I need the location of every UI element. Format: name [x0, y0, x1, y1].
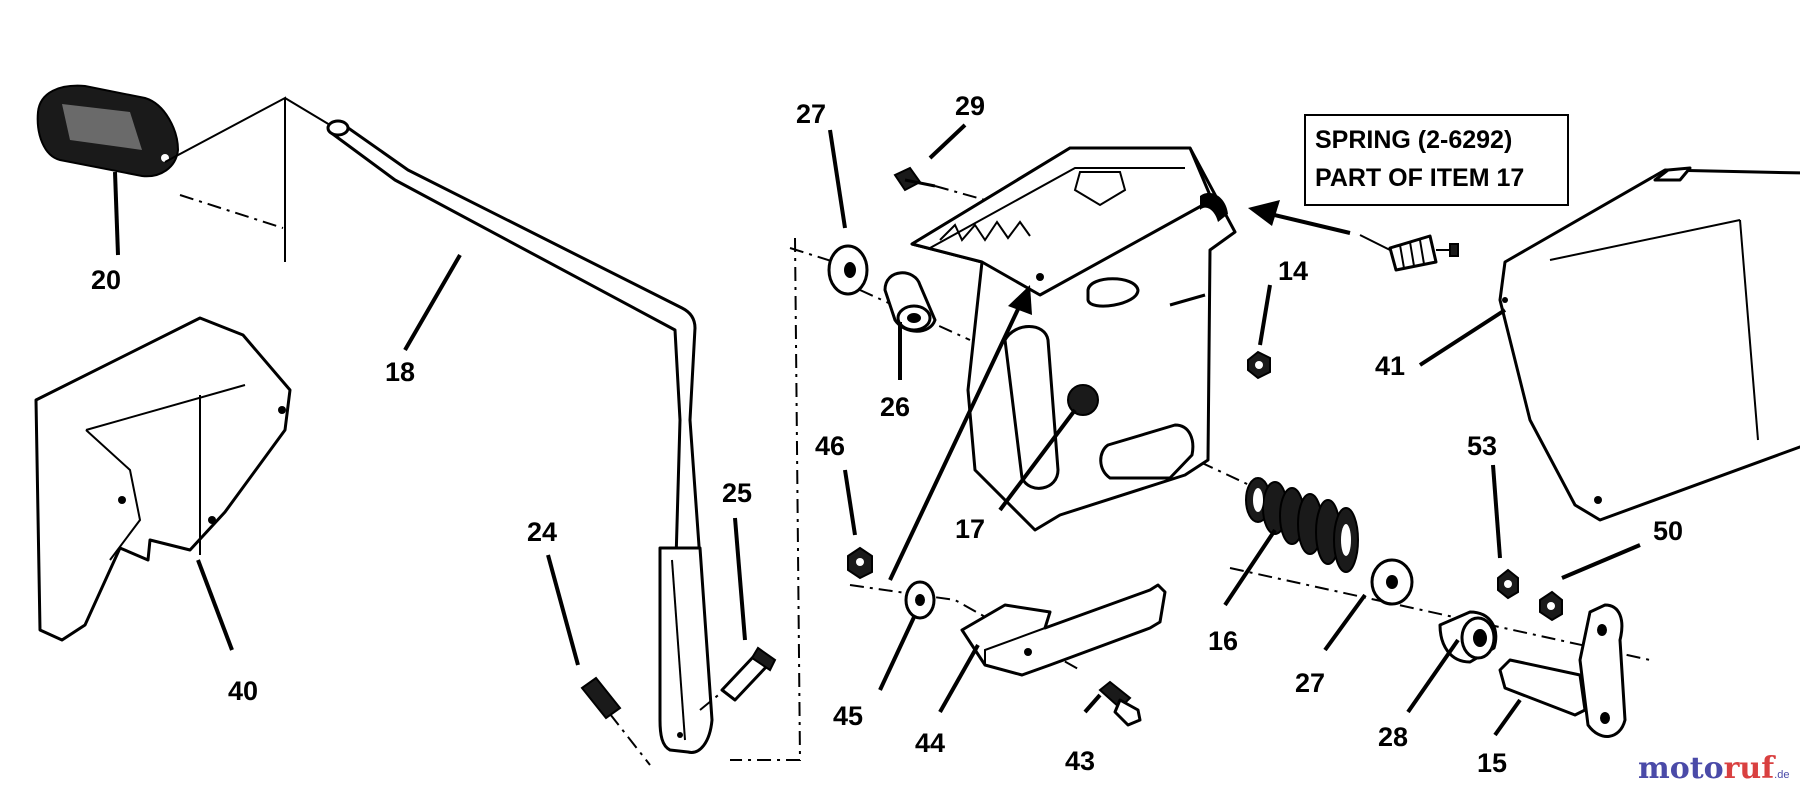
label-17: 17 — [955, 514, 985, 544]
label-14: 14 — [1278, 256, 1308, 286]
label-15: 15 — [1477, 748, 1507, 778]
part-41-right-shroud — [1498, 166, 1800, 522]
label-41: 41 — [1375, 351, 1405, 381]
part-26-bushing — [883, 271, 937, 333]
label-18: 18 — [385, 357, 415, 387]
reference-dot-icon — [1067, 384, 1099, 416]
part-53-nut — [1497, 568, 1519, 600]
label-28: 28 — [1378, 722, 1408, 752]
label-24: 24 — [527, 517, 557, 547]
label-40: 40 — [228, 676, 258, 706]
label-50: 50 — [1653, 516, 1683, 546]
arrows — [888, 200, 1351, 581]
part-27-washer-lower — [1370, 558, 1414, 606]
part-44-lever-arm — [960, 583, 1167, 677]
label-27-top: 27 — [796, 99, 826, 129]
spring-callout-box: SPRING (2-6292) PART OF ITEM 17 — [1304, 114, 1569, 206]
label-26: 26 — [880, 392, 910, 422]
watermark-text: motoruf.de — [1638, 751, 1789, 786]
part-15-bracket — [1498, 603, 1627, 738]
part-29-screw — [893, 166, 986, 201]
part-labels: 20 18 27 29 26 14 41 17 46 25 24 40 45 4… — [91, 91, 1683, 778]
label-45: 45 — [833, 701, 863, 731]
part-25-screw — [699, 646, 777, 711]
callout-line-1: SPRING (2-6292) — [1315, 126, 1512, 154]
part-24-bolt — [580, 676, 651, 766]
part-50-nut — [1539, 590, 1563, 622]
part-40-left-shroud — [34, 316, 292, 642]
label-16: 16 — [1208, 626, 1238, 656]
watermark-logo: motoruf.de — [1638, 751, 1789, 786]
part-17-bracket — [910, 146, 1237, 532]
part-14-nut — [1247, 350, 1271, 380]
part-45-washer — [904, 580, 936, 620]
label-27-lower: 27 — [1295, 668, 1325, 698]
label-44: 44 — [915, 728, 945, 758]
label-43: 43 — [1065, 746, 1095, 776]
label-29: 29 — [955, 91, 985, 121]
part-20-knob — [36, 84, 180, 178]
part-46-nut — [847, 546, 873, 580]
part-28-bushing — [1438, 610, 1498, 664]
part-16-coil-spring — [1245, 477, 1359, 573]
label-53: 53 — [1467, 431, 1497, 461]
callout-line-2: PART OF ITEM 17 — [1315, 164, 1524, 192]
part-43-bolt — [1098, 680, 1142, 727]
label-20: 20 — [91, 265, 121, 295]
leader-lines — [113, 123, 1641, 737]
spring-small — [1359, 234, 1459, 272]
label-46: 46 — [815, 431, 845, 461]
label-25: 25 — [722, 478, 752, 508]
part-18-shift-rod — [326, 119, 714, 754]
part-27-washer-top — [827, 244, 869, 296]
